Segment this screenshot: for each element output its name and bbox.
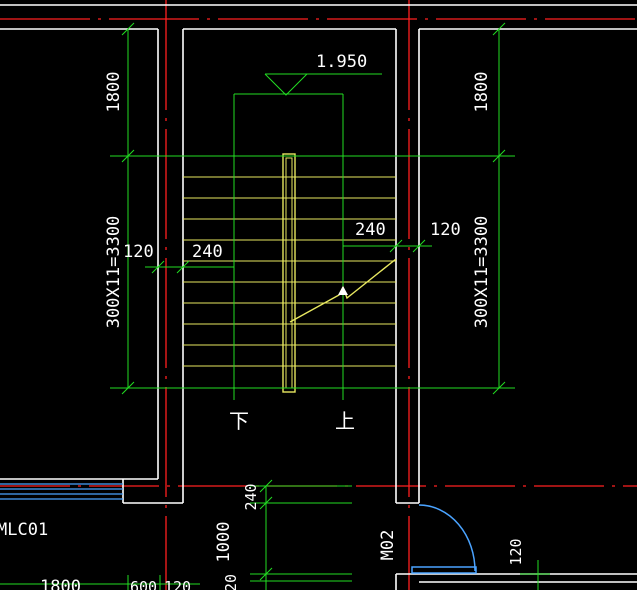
up-label: 上	[335, 409, 355, 433]
door-leaf	[411, 566, 477, 574]
dim-120-door-label: 120	[507, 538, 525, 565]
dim-120-bottom-label: 120	[164, 578, 191, 590]
up-arrow-head	[338, 286, 348, 295]
dim-top-right-label: 1800	[472, 72, 492, 113]
dimensions	[0, 22, 550, 590]
dim-top-left-label: 1800	[104, 72, 124, 113]
door-m02	[411, 504, 477, 574]
dim-600-bottom-label: 600	[130, 578, 157, 590]
dim-run-right-label: 300X11=3300	[472, 216, 492, 329]
dim-20-bottom-label: 20	[222, 574, 240, 590]
dim-120-right-label: 120	[430, 220, 461, 240]
door-tag-label: M02	[378, 530, 398, 561]
labels: 1.950 1800 1800 300X11=3300 300X11=3300 …	[0, 52, 525, 590]
dim-run-left-label: 300X11=3300	[104, 216, 124, 329]
level-label: 1.950	[316, 52, 367, 72]
dim-240-right-label: 240	[355, 220, 386, 240]
dim-240-bottom-label: 240	[242, 483, 260, 510]
walls	[0, 4, 637, 590]
down-label: 下	[229, 409, 249, 433]
dim-120-left-label: 120	[123, 242, 154, 262]
direction-arrows	[338, 286, 348, 295]
stair-treads	[183, 176, 396, 367]
window-mlc01	[0, 483, 123, 500]
dim-240-left-label: 240	[192, 242, 223, 262]
door-swing-arc	[418, 504, 476, 572]
dim-1800-bottom-label: 1800	[40, 577, 81, 590]
window-tag-label: MLC01	[0, 520, 48, 540]
stair	[183, 153, 397, 393]
level-marker	[264, 73, 309, 96]
stair-handrail-outer	[282, 153, 296, 393]
stair-handrail-inner	[285, 157, 293, 389]
dim-1000-bottom-label: 1000	[214, 522, 234, 563]
